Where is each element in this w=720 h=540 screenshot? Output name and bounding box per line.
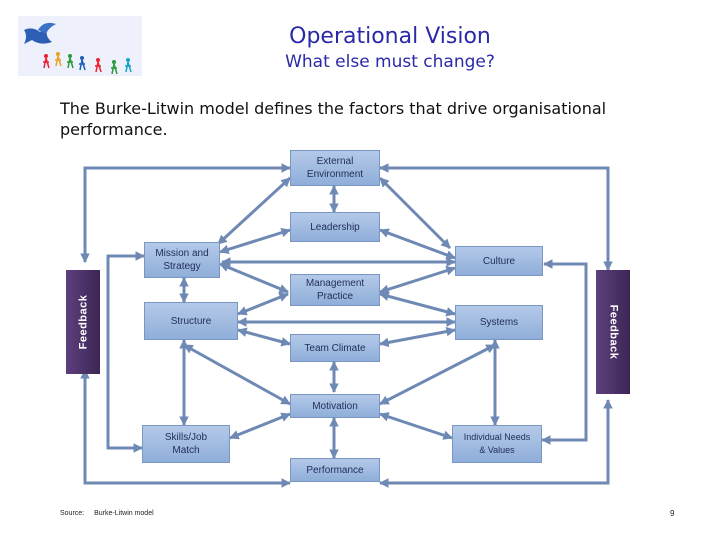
- feedback-right-bar: Feedback: [596, 270, 630, 394]
- node-team-climate: Team Climate: [290, 334, 380, 362]
- node-systems: Systems: [455, 305, 543, 340]
- page-title: Operational Vision: [289, 24, 491, 49]
- bird-people-logo-icon: [24, 22, 132, 75]
- connector-systems-team: [379, 326, 456, 348]
- connector-structure-team: [237, 327, 291, 347]
- connector-env-outer-left: [80, 163, 291, 263]
- node-individual-needs-values: Individual Needs & Values: [452, 425, 542, 463]
- connector-structure-management: [237, 292, 289, 316]
- feedback-left-bar: Feedback: [66, 270, 100, 374]
- source-text: Burke-Litwin model: [94, 510, 154, 517]
- connector-env-outer-right: [379, 163, 613, 271]
- node-performance: Performance: [290, 458, 380, 482]
- connector-leadership-culture: [379, 228, 456, 260]
- node-external-environment: External Environment: [290, 150, 380, 186]
- page-number: 9: [670, 509, 675, 518]
- connector-culture-management: [379, 266, 456, 294]
- node-management-practice: Management Practice: [290, 274, 380, 306]
- connector-perf-outer-left: [80, 369, 291, 488]
- connector-needs-motivation: [379, 412, 453, 440]
- node-structure: Structure: [144, 302, 238, 340]
- node-leadership: Leadership: [290, 212, 380, 242]
- source-note: Source: Burke-Litwin model: [60, 510, 164, 517]
- connector-structure-motivation: [183, 343, 291, 406]
- page-subtitle: What else must change?: [285, 52, 495, 72]
- connector-skills-motivation: [229, 412, 291, 440]
- connector-env-culture: [378, 176, 452, 250]
- node-mission-strategy: Mission and Strategy: [144, 242, 220, 278]
- connector-feedback-inner-right: [541, 259, 588, 445]
- feedback-left-label: Feedback: [77, 294, 89, 350]
- feedback-right-label: Feedback: [607, 304, 619, 360]
- connector-perf-outer-right: [379, 399, 613, 488]
- connector-strategy-management: [219, 262, 289, 294]
- connector-systems-management: [379, 291, 456, 317]
- connector-systems-motivation: [379, 343, 496, 406]
- node-skills-job-match: Skills/Job Match: [142, 425, 230, 463]
- source-label: Source:: [60, 510, 85, 517]
- connector-leadership-strategy: [219, 228, 291, 254]
- intro-text: The Burke-Litwin model defines the facto…: [60, 99, 607, 139]
- connector-feedback-inner-left: [106, 251, 145, 453]
- node-culture: Culture: [455, 246, 543, 276]
- node-motivation: Motivation: [290, 394, 380, 418]
- logo: [18, 16, 142, 76]
